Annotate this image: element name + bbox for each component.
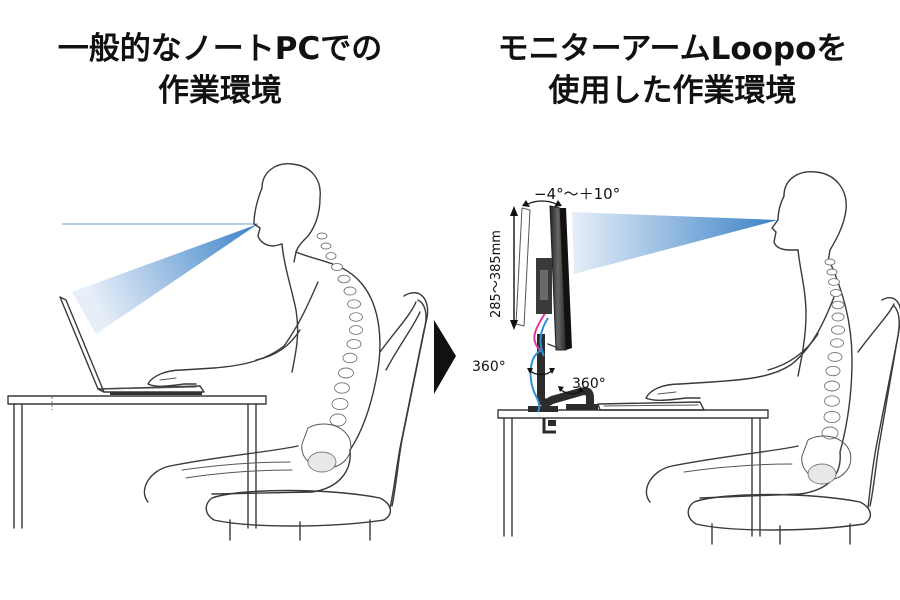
right-chair <box>687 297 900 545</box>
right-title: モニターアームLoopoを 使用した作業環境 <box>445 28 900 112</box>
monitor-arm <box>528 311 598 434</box>
keyboard <box>597 401 705 411</box>
left-spine <box>316 232 363 427</box>
left-chair <box>205 292 429 541</box>
left-sightline-cone <box>72 224 258 334</box>
rotation-arrow-upper <box>527 368 555 376</box>
left-pelvis <box>301 423 352 473</box>
height-range-label: 285〜385mm <box>489 230 504 318</box>
right-person <box>645 171 853 503</box>
tilt-arrow <box>522 200 562 207</box>
monitor <box>515 205 572 351</box>
right-title-line-2: 使用した作業環境 <box>548 73 797 109</box>
rotation-base-label: 360° <box>572 376 606 392</box>
left-title-line-1: 一般的なノートPCでの <box>57 31 383 67</box>
laptop <box>59 296 205 395</box>
rotation-arrow-base <box>558 386 584 395</box>
right-pelvis <box>801 435 852 485</box>
transition-arrow <box>434 320 456 394</box>
left-scene <box>7 163 429 541</box>
right-scene: 285〜385mm −4°〜＋10° 360° 360° <box>472 171 900 545</box>
right-sightline-cone <box>572 212 778 274</box>
right-spine <box>821 258 845 440</box>
height-arrow <box>510 206 518 330</box>
right-desk <box>497 409 769 537</box>
left-title-line-2: 作業環境 <box>158 73 282 109</box>
left-title: 一般的なノートPCでの 作業環境 <box>0 28 440 112</box>
right-title-line-1: モニターアームLoopoを <box>497 31 848 67</box>
rotation-upper-label: 360° <box>472 359 506 375</box>
left-person <box>143 163 381 503</box>
tilt-range-label: −4°〜＋10° <box>534 185 620 203</box>
left-desk <box>7 395 267 529</box>
